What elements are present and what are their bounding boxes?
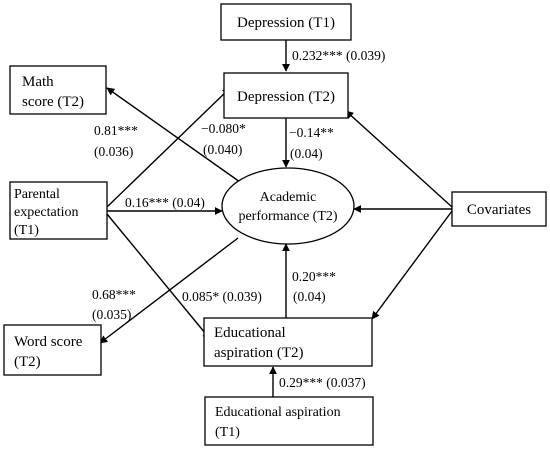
node-educational-aspiration-t1: Educational aspiration (T1) xyxy=(204,396,374,446)
coef-pe-to-ap: 0.16*** (0.04) xyxy=(125,195,205,210)
coef-pe-to-ea2: 0.085* (0.039) xyxy=(182,289,262,304)
edges xyxy=(99,40,453,397)
edge-cov-to-ea2 xyxy=(371,210,453,320)
educational-aspiration-t2-line2: aspiration (T2) xyxy=(214,345,304,361)
math-score-line1: Math xyxy=(22,74,54,90)
edge-ap-to-word xyxy=(99,237,239,344)
node-educational-aspiration-t2: Educational aspiration (T2) xyxy=(203,317,373,367)
coef-pe-to-dep2-line1: −0.080* xyxy=(201,121,246,136)
parental-expectation-line2: expectation xyxy=(14,205,79,220)
educational-aspiration-t1-line1: Educational aspiration xyxy=(215,405,341,420)
coef-pe-to-math-line1: 0.81*** xyxy=(94,123,138,138)
educational-aspiration-t1-line2: (T1) xyxy=(215,425,240,440)
coef-ea2-to-ap-line1: 0.20*** xyxy=(292,269,336,284)
depression-t2-label: Depression (T2) xyxy=(237,89,335,105)
node-academic-performance: Academic performance (T2) xyxy=(221,167,355,245)
edge-cov-to-dep2 xyxy=(345,110,453,208)
word-score-line1: Word score xyxy=(14,334,83,350)
edge-pe-to-dep2 xyxy=(106,87,231,208)
word-score-line2: (T2) xyxy=(14,354,41,370)
parental-expectation-line3: (T1) xyxy=(14,223,39,238)
academic-performance-line2: performance (T2) xyxy=(238,209,337,224)
coef-ea1-to-ea2: 0.29*** (0.037) xyxy=(279,375,366,390)
coef-ea2-to-ap-line2: (0.04) xyxy=(293,289,326,304)
coef-dep2-to-ap-line1: −0.14** xyxy=(289,125,334,140)
covariates-label: Covariates xyxy=(467,202,531,218)
node-covariates: Covariates xyxy=(451,191,547,227)
coef-pe-to-word-line1: 0.68*** xyxy=(92,287,136,302)
edge-ap-to-math xyxy=(106,87,241,183)
coef-pe-to-math-line2: (0.036) xyxy=(94,144,133,159)
node-word-score: Word score (T2) xyxy=(3,324,102,376)
educational-aspiration-t2-line1: Educational xyxy=(214,325,286,341)
edge-pe-to-ea2 xyxy=(106,213,211,340)
node-depression-t2: Depression (T2) xyxy=(223,72,349,119)
coef-pe-to-dep2-line2: (0.040) xyxy=(203,142,242,157)
node-math-score: Math score (T2) xyxy=(9,65,107,115)
depression-t1-label: Depression (T1) xyxy=(237,15,335,31)
node-parental-expectation: Parental expectation (T1) xyxy=(9,181,108,240)
path-coefficients: 0.232*** (0.039) 0.81*** (0.036) −0.080*… xyxy=(92,48,385,390)
coef-pe-to-word-line2: (0.035) xyxy=(92,307,131,322)
coef-dep1-to-dep2: 0.232*** (0.039) xyxy=(292,48,385,63)
node-depression-t1: Depression (T1) xyxy=(220,3,352,41)
parental-expectation-line1: Parental xyxy=(14,187,60,202)
coef-dep2-to-ap-line2: (0.04) xyxy=(290,146,323,161)
math-score-line2: score (T2) xyxy=(22,94,84,110)
academic-performance-line1: Academic xyxy=(260,190,317,205)
